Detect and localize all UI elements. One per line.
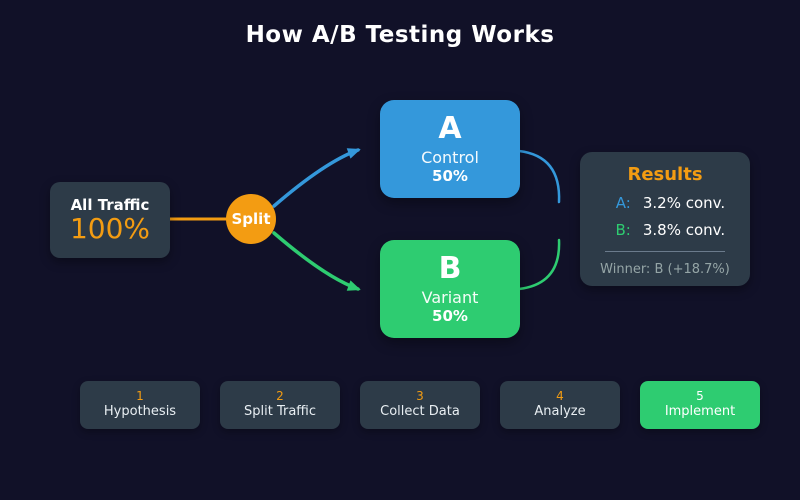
results-row-a-label: A:	[615, 194, 631, 212]
step-analyze: 4 Analyze	[500, 381, 620, 429]
step-collect-data-label: Collect Data	[380, 404, 460, 420]
step-analyze-label: Analyze	[534, 404, 586, 420]
variant-a-name: Control	[421, 147, 479, 167]
split-node: Split	[226, 194, 276, 244]
results-row-a: A: 3.2% conv.	[605, 194, 725, 212]
step-hypothesis-label: Hypothesis	[103, 404, 177, 420]
step-implement: 5 Implement	[640, 381, 760, 429]
variant-a-node: A Control 50%	[380, 100, 520, 198]
results-row-b-label: B:	[615, 221, 631, 239]
split-to-b-arrow	[272, 231, 361, 291]
variant-a-letter: A	[438, 110, 462, 146]
all-traffic-node: All Traffic 100%	[50, 182, 170, 258]
results-title: Results	[627, 164, 703, 185]
all-traffic-label: All Traffic	[70, 195, 150, 214]
step-split-traffic-label: Split Traffic	[243, 404, 316, 420]
step-collect-data-number: 3	[416, 389, 424, 404]
step-split-traffic-number: 2	[276, 389, 284, 404]
variant-b-share: 50%	[432, 306, 468, 325]
results-row-b: B: 3.8% conv.	[605, 221, 725, 239]
split-label: Split	[231, 210, 271, 228]
results-divider	[605, 251, 725, 252]
step-collect-data: 3 Collect Data	[360, 381, 480, 429]
results-winner: Winner: B (+18.7%)	[600, 262, 730, 277]
variant-a-share: 50%	[432, 166, 468, 185]
a-to-results-curve	[517, 149, 561, 204]
steps-row: 1 Hypothesis 2 Split Traffic 3 Collect D…	[80, 381, 760, 429]
step-implement-label: Implement	[664, 404, 736, 420]
results-row-b-value: 3.8% conv.	[642, 221, 726, 239]
all-traffic-value: 100%	[69, 211, 151, 245]
step-split-traffic: 2 Split Traffic	[220, 381, 340, 429]
step-analyze-number: 4	[556, 389, 564, 404]
step-hypothesis-number: 1	[136, 389, 144, 404]
b-to-results-curve	[517, 238, 561, 291]
split-to-a-arrow	[272, 148, 361, 208]
results-panel: Results A: 3.2% conv. B: 3.8% conv. Winn…	[580, 152, 750, 286]
results-row-a-value: 3.2% conv.	[642, 194, 726, 212]
variant-b-node: B Variant 50%	[380, 240, 520, 338]
page-title: How A/B Testing Works	[245, 22, 555, 48]
variant-b-name: Variant	[421, 287, 479, 307]
variant-b-letter: B	[438, 250, 462, 286]
step-implement-number: 5	[696, 389, 704, 404]
step-hypothesis: 1 Hypothesis	[80, 381, 200, 429]
